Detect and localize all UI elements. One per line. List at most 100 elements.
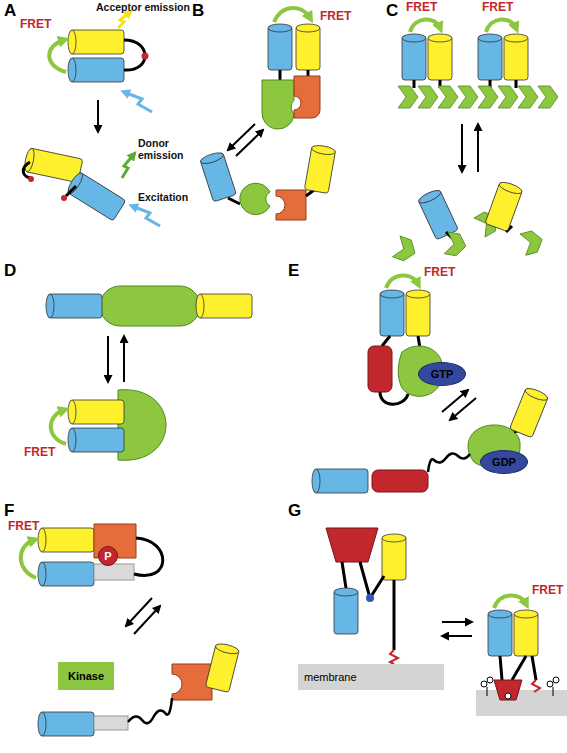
lipid-binding-domain <box>326 528 378 562</box>
linker <box>66 186 76 196</box>
panel-b <box>199 8 336 220</box>
lipid-headgroup <box>481 677 559 699</box>
membrane-anchor <box>532 680 540 692</box>
emission-label: Donor emission <box>138 138 194 161</box>
binding-domain <box>262 80 294 129</box>
panel-letter: D <box>4 262 16 281</box>
cleavage-site <box>28 176 34 182</box>
gtpase-binding-domain <box>368 346 392 392</box>
linker <box>134 538 163 575</box>
donor-fluorophore <box>478 34 502 80</box>
equilibrium-arrow <box>477 124 479 172</box>
reaction-arrow <box>97 100 99 132</box>
fret-label: FRET <box>406 1 437 14</box>
node-text: membrane <box>304 671 357 683</box>
panel-letter: G <box>288 502 301 521</box>
hinge <box>366 594 374 602</box>
phosphate-circle: P <box>98 546 118 566</box>
node-text: GTP <box>431 368 454 380</box>
excitation-bolt <box>124 92 152 112</box>
equilibrium-arrow <box>134 606 160 634</box>
linker <box>360 562 384 598</box>
donor-fluorophore <box>38 712 94 736</box>
equilibrium-arrow <box>123 336 125 382</box>
acceptor-fluorophore <box>296 24 320 70</box>
node-text: P <box>104 550 111 562</box>
gtpase-binding-domain <box>372 470 428 492</box>
excitation-label: Excitation <box>138 192 188 204</box>
kinase-box: Kinase <box>58 662 114 690</box>
linker <box>532 656 536 680</box>
linker <box>380 392 408 404</box>
cleavage-site <box>142 53 149 60</box>
linker <box>228 198 240 204</box>
acceptor-fluorophore <box>382 534 406 580</box>
membrane-anchor <box>390 650 398 664</box>
acceptor-fluorophore <box>68 400 124 424</box>
fret-label: FRET <box>424 266 455 279</box>
node-text: Kinase <box>68 670 104 682</box>
acceptor-fluorophore <box>38 528 94 552</box>
acceptor-fluorophore <box>205 642 239 692</box>
fret-arrow <box>49 40 66 72</box>
donor-fluorophore <box>68 58 124 82</box>
equilibrium-arrow <box>442 621 472 623</box>
equilibrium-arrow <box>107 336 109 382</box>
fret-arrow <box>386 275 418 288</box>
donor-fluorophore <box>199 151 236 202</box>
donor-fluorophore <box>402 34 426 80</box>
panel-f <box>21 524 240 736</box>
lipid-binding-domain <box>494 680 522 700</box>
fret-arrow <box>410 19 440 32</box>
donor-fluorophore <box>46 294 102 318</box>
acceptor-fluorophore <box>68 30 124 54</box>
panel-d <box>46 286 252 460</box>
panel-letter: C <box>386 2 398 21</box>
linker <box>393 580 396 650</box>
substrate-peptide <box>94 564 134 580</box>
donor-fluorophore <box>268 24 292 70</box>
fret-label: FRET <box>482 1 513 14</box>
linker <box>23 162 30 178</box>
emission-bolt <box>122 154 134 178</box>
donor-fluorophore <box>380 290 404 336</box>
fret-label: FRET <box>20 18 51 31</box>
linker <box>307 70 310 76</box>
fret-label: FRET <box>24 446 55 459</box>
acceptor-fluorophore <box>196 294 252 318</box>
fret-label: FRET <box>320 10 351 23</box>
binding-domain <box>240 183 270 215</box>
equilibrium-arrow <box>461 124 463 172</box>
fret-arrow <box>494 595 526 608</box>
emission-label: Acceptor emission <box>96 2 196 14</box>
equilibrium-arrow <box>228 124 255 150</box>
nucleotide-ellipse: GTP <box>418 362 466 386</box>
cleavage-site <box>61 195 67 201</box>
emission-bolt <box>118 12 130 28</box>
acceptor-fluorophore <box>428 34 452 80</box>
acceptor-fluorophore <box>304 144 336 193</box>
linker <box>342 562 346 588</box>
node-text: GDP <box>492 456 516 468</box>
polymer-filament <box>398 86 558 108</box>
fret-arrow <box>274 8 310 22</box>
gtpase <box>468 425 520 468</box>
donor-fluorophore <box>68 428 124 452</box>
acceptor-fluorophore <box>514 610 538 656</box>
membrane-band: membrane <box>298 664 444 690</box>
donor-fluorophore <box>312 469 368 493</box>
nucleotide-ellipse: GDP <box>480 450 528 474</box>
monomer <box>392 208 545 264</box>
donor-fluorophore <box>488 610 512 656</box>
fret-arrow <box>51 410 66 444</box>
acceptor-fluorophore <box>485 180 523 231</box>
panel-letter: A <box>4 2 16 21</box>
panel-letter: F <box>4 502 14 521</box>
panel-e <box>312 275 549 493</box>
acceptor-fluorophore <box>504 34 528 80</box>
fret-arrow <box>21 540 36 578</box>
acceptor-fluorophore <box>23 148 83 183</box>
excitation-bolt <box>132 206 160 226</box>
linker <box>512 656 526 680</box>
panel-c <box>392 19 558 263</box>
